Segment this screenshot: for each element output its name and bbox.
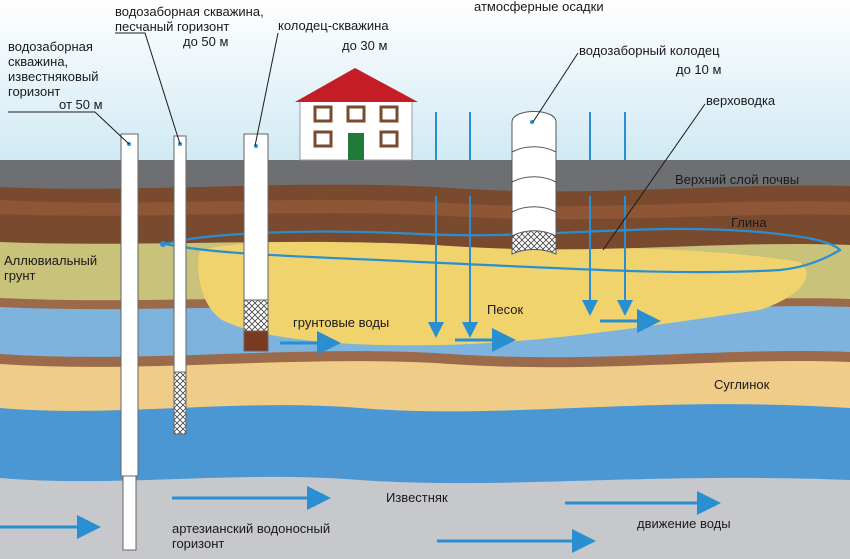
perched-water-marker [160, 241, 166, 247]
label-well-shaft-depth: до 30 м [342, 38, 388, 53]
clay-layer [0, 182, 850, 250]
label-well-limestone-depth: от 50 м [59, 97, 103, 112]
label-limestone: Известняк [386, 490, 448, 505]
label-artesian: артезианский водоносный горизонт [172, 521, 331, 551]
house-window [346, 105, 366, 123]
label-water-flow: движение воды [637, 516, 731, 531]
label-groundwater: грунтовые воды [293, 315, 390, 330]
water-layer-deep [0, 398, 850, 484]
well-sand [173, 135, 187, 435]
flow-arrows [0, 309, 721, 553]
label-alluvial: Аллювиальный грунт [4, 253, 98, 283]
house-window [313, 130, 333, 148]
infiltration-arrows [428, 196, 633, 338]
label-well-sand-depth: до 50 м [183, 34, 229, 49]
loam-layer [0, 359, 850, 412]
house-door [348, 133, 364, 160]
sky [0, 0, 850, 165]
house-window [379, 105, 399, 123]
house [295, 68, 418, 161]
label-well-limestone: водозаборная скважина, известняковый гор… [8, 39, 99, 99]
dug-well [511, 111, 557, 255]
label-precipitation: атмосферные осадки [474, 0, 604, 14]
clay-layer-light [0, 199, 850, 220]
house-window [313, 105, 333, 123]
label-well-shaft: колодец-скважина [278, 18, 389, 33]
label-perched-water: верховодка [706, 93, 776, 108]
label-well-sand: водозаборная скважина, песчаный горизонт [115, 4, 264, 34]
house-roof [295, 68, 418, 102]
house-window [379, 130, 399, 148]
label-loam: Суглинок [714, 377, 770, 392]
precipitation-lines [435, 112, 626, 160]
well-limestone [120, 133, 139, 551]
label-dug-well-depth: до 10 м [676, 62, 722, 77]
label-clay: Глина [731, 215, 767, 230]
label-topsoil: Верхний слой почвы [675, 172, 800, 187]
topsoil-layer [0, 160, 850, 192]
perched-water-line [164, 227, 842, 274]
label-sand: Песок [487, 302, 524, 317]
leader-lines [8, 32, 706, 251]
label-dug-well: водозаборный колодец [579, 43, 720, 58]
well-shaft [243, 133, 269, 352]
